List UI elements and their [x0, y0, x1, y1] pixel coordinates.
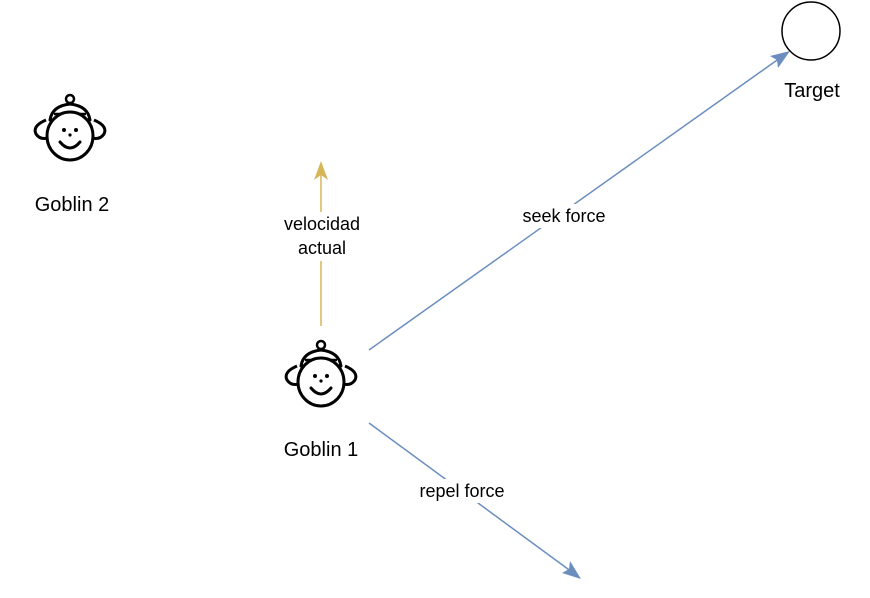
goblin-2-icon — [33, 93, 107, 162]
goblin-1-label: Goblin 1 — [283, 439, 359, 461]
goblin-1-icon — [284, 339, 358, 408]
velocity-label: velocidad actual — [270, 212, 374, 261]
velocity-label-line2: actual — [297, 238, 347, 259]
goblin-2-label: Goblin 2 — [34, 194, 110, 216]
target-circle-icon — [781, 1, 841, 61]
repel-force-label: repel force — [404, 479, 520, 504]
seek-force-arrow — [368, 51, 790, 351]
target-label: Target — [784, 80, 840, 102]
velocity-label-line1: velocidad — [283, 214, 361, 234]
seek-force-label: seek force — [508, 204, 620, 229]
